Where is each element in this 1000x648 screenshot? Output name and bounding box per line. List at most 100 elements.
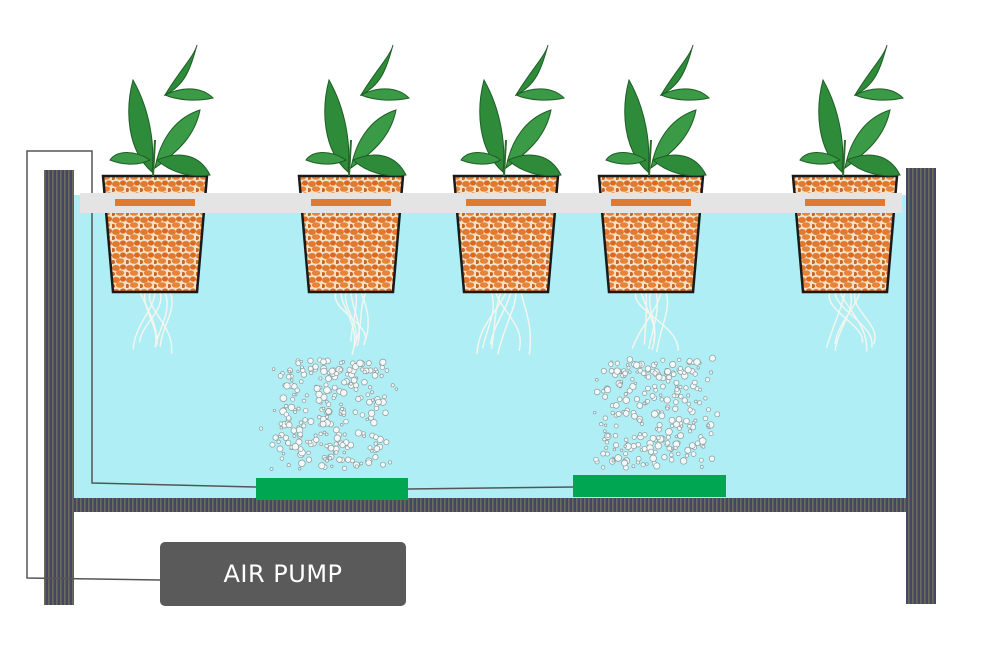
air-bubble (371, 398, 375, 402)
air-bubble (296, 369, 300, 374)
air-bubble (664, 368, 672, 376)
air-bubble (698, 387, 702, 392)
air-bubble (319, 442, 323, 446)
air-bubble (352, 409, 358, 415)
air-tube-link (407, 486, 575, 490)
air-bubble (701, 444, 706, 449)
air-bubble (635, 370, 639, 374)
air-bubble (298, 459, 306, 467)
air-bubble (687, 424, 692, 429)
air-bubble (325, 375, 332, 382)
air-bubble (373, 434, 379, 440)
air-bubble (649, 434, 657, 442)
air-bubble (622, 370, 629, 377)
air-bubble (706, 407, 711, 413)
air-bubble (375, 369, 380, 374)
air-bubble (665, 406, 670, 411)
air-bubble (349, 381, 353, 386)
air-bubble (342, 450, 346, 455)
air-bubble (708, 455, 716, 462)
air-bubble (286, 374, 292, 380)
air-bubble (684, 453, 689, 458)
air-bubble (334, 450, 339, 455)
air-bubble (656, 435, 661, 441)
air-bubble (709, 354, 716, 362)
air-bubble (639, 448, 644, 452)
air-bubble (677, 357, 682, 363)
air-bubble (636, 402, 644, 409)
air-bubble (278, 435, 282, 439)
air-bubble (331, 384, 338, 391)
air-bubble (325, 408, 332, 415)
air-bubble (339, 442, 346, 449)
air-bubble (382, 394, 387, 399)
air-bubble (373, 445, 381, 452)
air-bubble (354, 429, 363, 437)
air-bubble (622, 396, 630, 404)
air-bubble (315, 390, 323, 398)
air-bubble (286, 463, 291, 468)
air-bubble (604, 386, 612, 394)
air-bubble (613, 367, 621, 375)
air-bubble (290, 396, 296, 402)
air-bubble (359, 412, 366, 418)
air-bubble (623, 392, 628, 397)
air-bubble (654, 427, 659, 431)
air-bubble (626, 356, 634, 363)
air-bubble (677, 432, 684, 439)
air-bubble (322, 430, 327, 435)
air-bubble (671, 393, 677, 398)
air-bubble (318, 431, 323, 437)
air-bubble (295, 438, 303, 446)
air-bubble (645, 398, 650, 404)
air-bubble (350, 458, 355, 464)
air-bubble (284, 404, 289, 409)
air-bubble (677, 366, 683, 371)
plant-leaves-icon (605, 44, 710, 177)
air-bubble (600, 368, 607, 374)
air-bubble (679, 457, 688, 465)
air-bubble (708, 431, 714, 437)
air-bubble (302, 417, 308, 423)
air-bubble (298, 420, 303, 425)
air-bubble (325, 458, 329, 463)
air-bubble (285, 421, 293, 429)
air-bubble (341, 465, 348, 471)
air-bubble (291, 443, 300, 451)
air-bubble (324, 443, 329, 449)
air-bubble (665, 428, 673, 436)
air-bubble (287, 403, 296, 411)
air-bubble (615, 411, 622, 417)
air-bubble (672, 405, 679, 412)
air-bubble (277, 373, 284, 379)
air-bubble (704, 377, 711, 383)
air-bubble (663, 396, 671, 404)
air-bubble (670, 371, 677, 378)
air-bubble (684, 446, 692, 454)
air-bubble (368, 385, 373, 390)
air-bubble (633, 361, 641, 369)
air-bubble (371, 372, 379, 379)
air-bubble (664, 440, 671, 446)
air-bubble (384, 368, 390, 373)
air-bubble (678, 385, 683, 390)
air-bubble (697, 400, 703, 406)
air-bubble (315, 396, 323, 404)
air-bubble (637, 418, 642, 423)
air-bubble (621, 459, 628, 467)
air-bubble (380, 461, 386, 468)
plant-roots (631, 291, 679, 352)
air-bubble (653, 388, 658, 393)
air-bubble (693, 358, 701, 366)
air-bubble (640, 421, 645, 426)
air-bubble (602, 415, 608, 421)
air-bubble (297, 431, 304, 438)
air-bubble (699, 465, 704, 469)
air-bubble (659, 393, 663, 397)
left-frame-post (44, 170, 74, 605)
air-bubble (370, 419, 378, 427)
air-bubble (372, 454, 379, 461)
air-bubble (696, 366, 700, 370)
plant-leaves-icon (799, 44, 904, 177)
